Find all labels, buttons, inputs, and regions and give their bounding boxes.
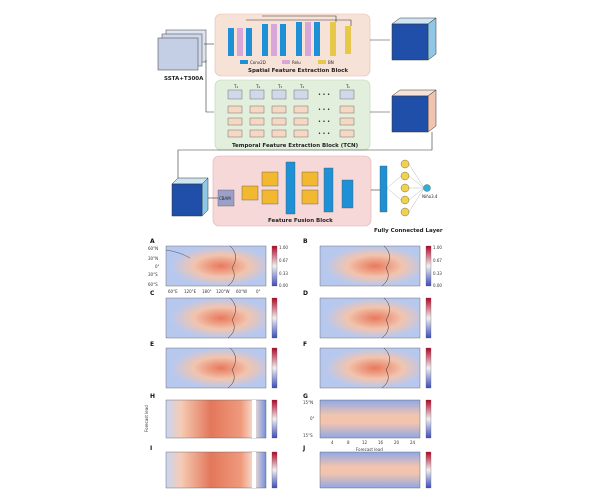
svg-text:T₁: T₁: [233, 84, 238, 89]
tcn-grid: • • • • • • • • • • • •: [227, 89, 355, 138]
time-labels: T₁ T₂ T₃ T₄ Tₖ: [233, 84, 350, 89]
panel-i: I: [150, 445, 278, 489]
fc-layer: [386, 159, 431, 217]
temporal-block-title: Temporal Feature Extraction Block (TCN): [232, 143, 359, 149]
svg-text:1.00: 1.00: [279, 245, 288, 250]
svg-text:0°: 0°: [256, 289, 261, 294]
svg-text:I: I: [150, 445, 152, 452]
svg-text:20: 20: [394, 440, 400, 445]
svg-text:180°: 180°: [202, 289, 212, 294]
legend-conv: Conv2D: [250, 60, 266, 65]
svg-text:Forecast lead: Forecast lead: [144, 405, 149, 432]
spatial-output-cube: [391, 17, 437, 61]
svg-text:B: B: [303, 238, 308, 245]
legend-relu: Relu: [292, 60, 301, 65]
svg-text:120°E: 120°E: [184, 289, 197, 294]
svg-text:H: H: [150, 393, 155, 400]
svg-text:C: C: [150, 290, 155, 297]
svg-text:15°N: 15°N: [303, 400, 313, 405]
map-lon-ticks: 60°E 120°E 180° 120°W 60°W 0°: [168, 289, 261, 294]
panel-f: F: [303, 341, 432, 389]
svg-text:60°W: 60°W: [236, 289, 247, 294]
svg-text:16: 16: [378, 440, 384, 445]
svg-text:T₂: T₂: [255, 84, 260, 89]
fc-label: Fully Connected Layer: [374, 228, 443, 234]
svg-text:0.00: 0.00: [433, 283, 442, 288]
svg-text:60°N: 60°N: [148, 246, 158, 251]
svg-text:Tₖ: Tₖ: [345, 84, 350, 89]
panel-b: B: [303, 238, 432, 287]
output-label: Niño3.4: [422, 194, 438, 199]
map-lat-ticks: 60°N 30°N 0° 30°S 60°S: [148, 246, 160, 287]
svg-text:T₃: T₃: [277, 84, 282, 89]
svg-text:15°S: 15°S: [303, 433, 313, 438]
input-label: SSTA+T300A: [164, 76, 204, 82]
svg-text:T₄: T₄: [299, 84, 304, 89]
svg-text:12: 12: [362, 440, 368, 445]
svg-text:0.67: 0.67: [279, 258, 288, 263]
svg-text:F: F: [303, 341, 307, 348]
input-stack: [157, 29, 207, 71]
panel-c: C: [150, 290, 278, 339]
temporal-output-cube: [391, 89, 437, 133]
svg-text:24: 24: [410, 440, 416, 445]
svg-text:8: 8: [347, 440, 350, 445]
svg-text:0°: 0°: [310, 416, 315, 421]
map-panels: A B C D E: [148, 238, 442, 389]
svg-text:G: G: [303, 393, 308, 400]
spatial-block-title: Spatial Feature Extraction Block: [248, 68, 348, 74]
lead-x-ticks: 4 8 12 16 20 24: [331, 440, 416, 445]
svg-text:• • •: • • •: [318, 107, 330, 113]
svg-text:0.33: 0.33: [279, 271, 288, 276]
svg-text:• • •: • • •: [318, 119, 330, 125]
hovmoller-panels: H Forecast lead G Forecast lead I J 4 8 …: [144, 393, 432, 489]
svg-text:60°S: 60°S: [148, 282, 158, 287]
panel-e: E: [150, 341, 278, 389]
svg-text:0.67: 0.67: [433, 258, 442, 263]
fusion-block-title: Feature Fusion Block: [268, 218, 333, 224]
svg-text:4: 4: [331, 440, 334, 445]
legend-bn: BN: [328, 60, 334, 65]
svg-text:0.33: 0.33: [433, 271, 442, 276]
svg-text:0°: 0°: [155, 264, 160, 269]
colorbar-ticks: 1.00 0.67 0.33 0.00 1.00 0.67 0.33 0.00: [279, 245, 442, 288]
svg-text:1.00: 1.00: [433, 245, 442, 250]
bottleneck-blocks: [241, 161, 354, 215]
lat-ticks-right: 15°N 0° 15°S: [303, 400, 315, 438]
svg-text:J: J: [302, 445, 305, 452]
svg-text:E: E: [150, 341, 154, 348]
panel-d: D: [303, 290, 432, 339]
panel-h: H Forecast lead: [144, 393, 278, 439]
svg-text:Forecast lead: Forecast lead: [356, 447, 383, 452]
svg-text:30°S: 30°S: [148, 272, 158, 277]
svg-text:D: D: [303, 290, 308, 297]
panel-g: G Forecast lead: [303, 393, 432, 452]
fusion-input-cube: [171, 177, 209, 217]
gap-bar: [379, 165, 388, 213]
svg-text:30°N: 30°N: [148, 256, 158, 261]
svg-text:• • •: • • •: [318, 131, 330, 137]
panel-a: A: [150, 238, 278, 287]
panel-j: J: [302, 445, 432, 489]
svg-text:60°E: 60°E: [168, 289, 178, 294]
svg-text:0.00: 0.00: [279, 283, 288, 288]
model-diagram: SSTA+T300A Conv2D Relu BN Spatial Featur…: [157, 13, 443, 234]
svg-text:120°W: 120°W: [216, 289, 230, 294]
svg-text:A: A: [150, 238, 155, 245]
svg-text:• • •: • • •: [318, 92, 330, 98]
conv-layers: [228, 22, 351, 56]
cbam-label: CBAM: [219, 196, 231, 201]
